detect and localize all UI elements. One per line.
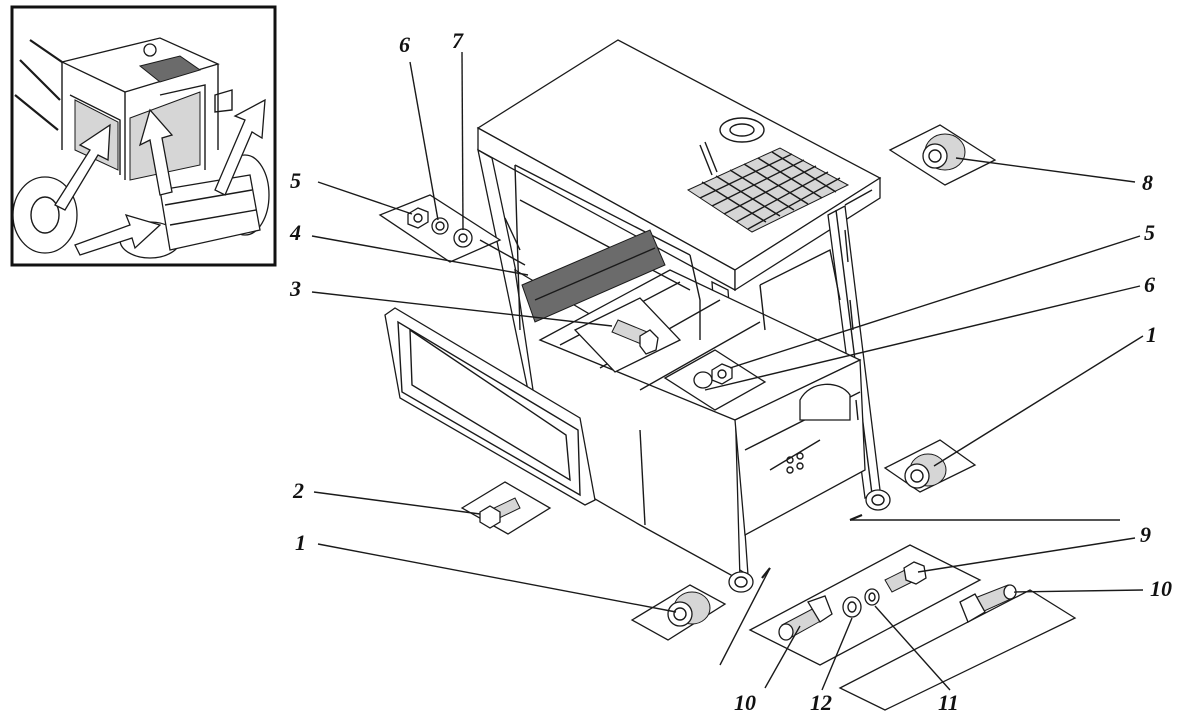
spring-washer-11	[864, 588, 880, 606]
hex-nut-5	[407, 207, 429, 229]
callout-7: 7	[452, 28, 464, 53]
callout-5-right: 5	[1144, 220, 1155, 245]
part-group-5-6-right	[663, 349, 767, 411]
rear-console-panel	[521, 229, 666, 323]
part-group-9-10-11-12	[748, 544, 1077, 711]
part-group-8	[888, 124, 997, 186]
hex-nut-5-right	[711, 363, 733, 385]
callout-8: 8	[1142, 170, 1153, 195]
callout-2: 2	[292, 478, 304, 503]
callout-10-bottom: 10	[734, 690, 756, 715]
inset-tractor-view	[10, 5, 277, 267]
washer-12	[842, 596, 862, 618]
callout-9: 9	[1140, 522, 1151, 547]
callout-1-right: 1	[1146, 322, 1157, 347]
roof-grille	[138, 55, 202, 83]
bottom-roller-right	[865, 489, 891, 511]
part-group-1-left	[630, 584, 727, 641]
part-group-2	[460, 481, 552, 535]
spring-washer-6	[431, 217, 449, 235]
bottom-roller-left	[728, 571, 754, 593]
callout-1-left: 1	[295, 530, 306, 555]
flat-washer-7	[453, 228, 473, 248]
callout-3: 3	[289, 276, 301, 301]
cab-door	[384, 307, 596, 506]
callout-5-upper: 5	[290, 168, 301, 193]
callout-6-right: 6	[1144, 272, 1155, 297]
callout-labels: 5 6 7 4 3 2 1 8 5 6 1 9 10 10 12 11	[289, 28, 1172, 715]
callout-11: 11	[938, 690, 959, 715]
callout-12: 12	[810, 690, 832, 715]
callout-4: 4	[289, 220, 301, 245]
washer-6-right	[693, 371, 713, 389]
inset-arrows	[54, 98, 266, 256]
callout-10-right: 10	[1150, 576, 1172, 601]
part-group-3	[573, 297, 682, 373]
leader-lines	[311, 51, 1144, 691]
part-group-5-6-7	[378, 194, 502, 263]
part-group-1-right	[883, 439, 977, 493]
callout-6-upper: 6	[399, 32, 410, 57]
roof-vent-grid	[686, 147, 850, 233]
